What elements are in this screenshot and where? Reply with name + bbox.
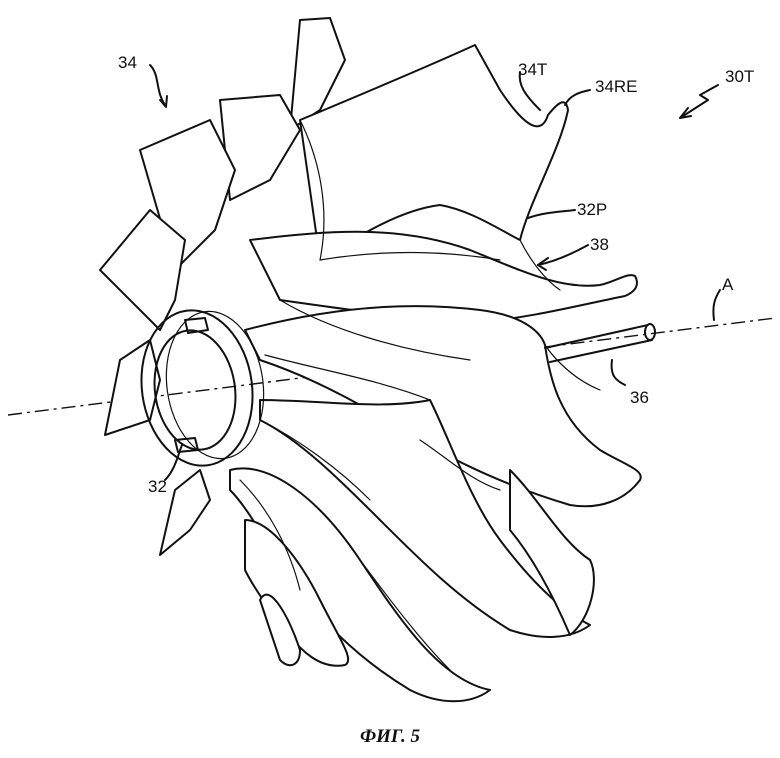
label-34: 34: [118, 53, 137, 72]
label-38: 38: [590, 235, 609, 254]
label-36: 36: [630, 388, 649, 407]
label-32p: 32P: [577, 200, 607, 219]
figure-caption: ФИГ. 5: [360, 726, 420, 747]
hub-ring: [140, 309, 265, 467]
blade-lower-1: [259, 399, 591, 638]
blade-lower-4: [259, 593, 301, 667]
reference-labels: 34 34T 34RE 30T 32P 38 A 36 32: [118, 53, 754, 496]
impeller-blades: [229, 44, 642, 703]
blade-tip-34t: [299, 44, 569, 261]
rear-blades: [99, 17, 346, 556]
label-34t: 34T: [518, 60, 547, 79]
label-32: 32: [148, 477, 167, 496]
blade-lower-5: [509, 469, 595, 636]
label-a: A: [722, 275, 734, 294]
label-30t: 30T: [725, 67, 754, 86]
label-34re: 34RE: [595, 77, 638, 96]
shaft-36: [544, 323, 656, 363]
leader-lines: [149, 64, 721, 481]
blade-contours: [239, 119, 601, 671]
